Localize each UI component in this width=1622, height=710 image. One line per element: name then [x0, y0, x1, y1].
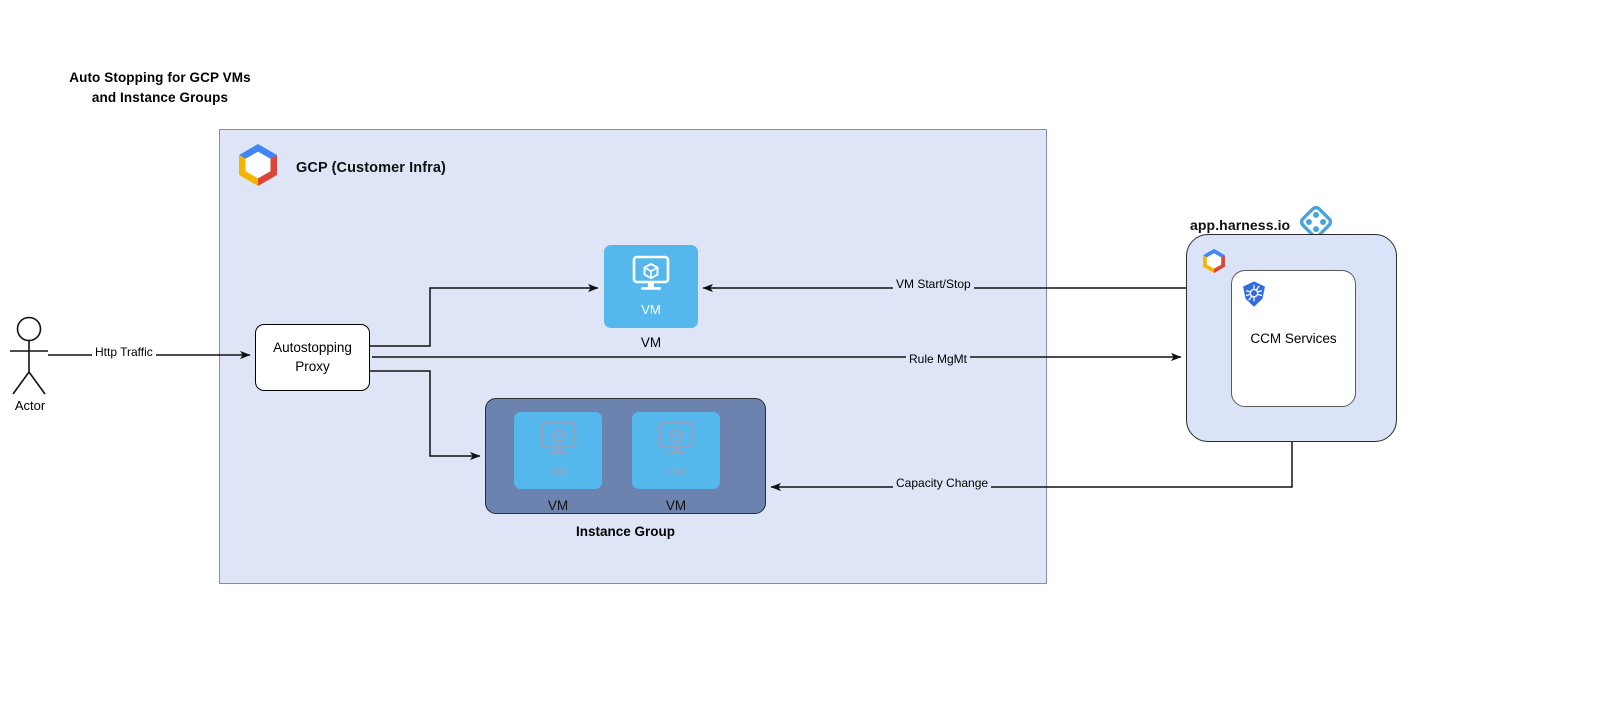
instance-group-caption: Instance Group [575, 524, 675, 539]
actor-stick-figure-icon [10, 316, 48, 395]
harness-diamond-logo-icon [1300, 205, 1333, 243]
instance-group-vm-2-caption: VM [665, 498, 687, 513]
proxy-label-line-2: Proxy [295, 358, 330, 374]
vm-monitor-cube-icon [535, 420, 581, 465]
harness-panel-header: app.harness.io [1190, 205, 1333, 243]
vm-monitor-cube-icon [627, 254, 675, 301]
edge-label-rule-mgmt: Rule MgMt [906, 352, 971, 366]
ccm-services-label: CCM Services [1250, 331, 1337, 346]
instance-group-vm-1-inner-label: VM [548, 465, 568, 479]
autostopping-proxy-node[interactable]: Autostopping Proxy [255, 324, 370, 391]
vm-monitor-cube-icon [653, 420, 699, 465]
edge-label-capacity-change: Capacity Change [893, 476, 992, 490]
kubernetes-logo-icon [1240, 280, 1268, 313]
instance-group-vm-2[interactable]: VM [632, 412, 720, 489]
page-title-line-1: Auto Stopping for GCP VMs [69, 70, 251, 85]
page-title: Auto Stopping for GCP VMs and Instance G… [45, 68, 275, 107]
proxy-label-line-1: Autostopping [273, 340, 352, 356]
instance-group-vm-1-caption: VM [547, 498, 569, 513]
harness-header-label: app.harness.io [1190, 216, 1291, 233]
gcp-logo-icon [1199, 247, 1229, 280]
gcp-logo-icon [232, 141, 284, 194]
standalone-vm-node[interactable]: VM [604, 245, 698, 328]
page-title-line-2: and Instance Groups [91, 89, 229, 105]
edge-label-http-traffic: Http Traffic [92, 345, 156, 359]
actor-label: Actor [14, 398, 46, 413]
instance-group-vm-1[interactable]: VM [514, 412, 602, 489]
gcp-container-label: GCP (Customer Infra) [296, 159, 446, 176]
instance-group-vm-2-inner-label: VM [666, 465, 686, 479]
standalone-vm-caption: VM [640, 335, 662, 350]
standalone-vm-inner-label: VM [641, 302, 661, 317]
gcp-container-header: GCP (Customer Infra) [232, 141, 446, 194]
edge-label-vm-start-stop: VM Start/Stop [893, 277, 974, 291]
